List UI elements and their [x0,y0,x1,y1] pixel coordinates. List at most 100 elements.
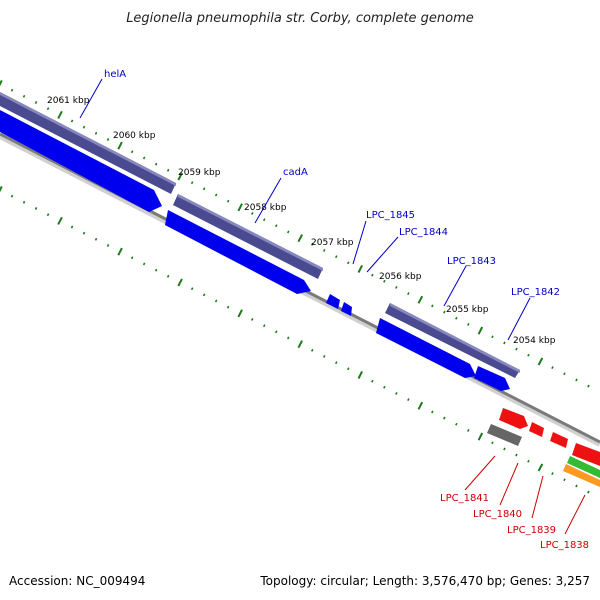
gene-label-cadA: cadA [283,167,308,178]
minor-tick [70,225,74,229]
minor-tick [262,324,266,328]
minor-tick [551,366,554,370]
major-tick [537,463,544,472]
minor-tick [310,242,314,246]
gene-bar-orange [563,464,600,487]
major-tick [0,79,3,87]
minor-tick [563,478,566,482]
minor-tick [70,119,74,123]
gene-arrow-lpc1838 [550,432,568,448]
genome-summary-text: Topology: circular; Length: 3,576,470 bp… [259,574,590,588]
major-tick [297,340,303,349]
minor-tick [82,231,86,235]
minor-tick [274,224,278,228]
minor-tick [166,274,170,278]
minor-tick [34,101,38,104]
gene-arrow-cadA [165,210,311,294]
map-title: Legionella pneumophila str. Corby, compl… [126,11,474,26]
minor-tick [587,384,590,388]
minor-tick [22,94,26,98]
minor-tick [563,372,566,376]
major-tick [57,216,63,225]
minor-tick [106,244,110,247]
kbp-label: 2058 kbp [244,203,287,213]
minor-tick [22,200,26,204]
major-tick [477,432,484,441]
minor-tick [250,212,254,215]
minor-tick [130,150,134,154]
forward-strand-features [0,110,510,391]
leader-line [443,265,467,307]
minor-tick [142,156,146,160]
minor-tick [443,416,446,420]
gene-label-lpc1838: LPC_1838 [540,540,589,551]
minor-tick [286,230,290,234]
major-tick [357,264,363,273]
minor-tick [262,218,266,222]
major-tick [297,234,303,243]
minor-tick [467,323,470,326]
gene-label-lpc1844: LPC_1844 [399,227,448,238]
kbp-label: 2054 kbp [513,336,556,346]
major-tick [237,309,243,318]
kbp-label: 2059 kbp [178,168,221,178]
kbp-label: 2061 kbp [47,96,90,106]
kbp-label: 2060 kbp [113,131,156,141]
major-tick [477,326,484,335]
kbp-scale: 2061 kbp 2060 kbp 2059 kbp 2058 kbp 2057… [47,96,556,346]
major-tick [117,247,123,256]
leader-line [366,236,399,273]
gene-arrow-lpc1844 [341,302,352,316]
leader-line [352,220,367,265]
minor-tick [226,305,230,309]
kbp-label: 2057 kbp [311,238,354,248]
minor-tick [166,168,170,172]
minor-tick [443,310,446,314]
leader-line [564,494,586,535]
minor-tick [202,187,206,191]
gene-label-lpc1840: LPC_1840 [473,509,522,520]
gene-arrow-lpc1839 [529,422,544,437]
minor-tick [94,131,98,135]
major-tick [357,370,363,379]
major-tick [177,172,183,181]
minor-tick [346,367,350,371]
minor-tick [383,385,386,389]
kbp-label: 2055 kbp [446,305,489,315]
gene-label-lpc1839: LPC_1839 [507,525,556,536]
minor-tick [527,459,530,463]
gene-label-helA: helA [104,69,126,80]
inner-tick-track [0,185,590,494]
minor-tick [286,336,290,340]
feature-bar [385,303,520,378]
major-tick [537,357,544,366]
minor-tick [371,273,374,277]
leader-line [531,475,544,519]
minor-tick [575,484,578,488]
minor-tick [310,348,314,352]
feature-bar-highlight [178,194,323,271]
feature-bar-highlight [390,303,520,373]
minor-tick [503,447,506,451]
minor-tick [154,268,158,272]
minor-tick [431,304,434,308]
major-tick [117,141,123,150]
minor-tick [94,237,98,241]
minor-tick [10,194,14,198]
lower-right-features [487,408,600,487]
gene-bar-green [567,456,600,478]
minor-tick [515,347,518,351]
gene-arrow-helA [0,110,162,212]
gene-label-lpc1845: LPC_1845 [366,210,415,221]
minor-tick [334,361,338,365]
feature-bar-highlight [0,92,176,186]
major-tick [237,203,243,212]
minor-tick [154,162,158,166]
gene-arrow-lpc1845 [326,294,340,309]
gene-label-lpc1843: LPC_1843 [447,256,496,267]
minor-tick [46,213,50,217]
minor-tick [274,330,278,334]
reverse-strand-features [0,92,520,378]
